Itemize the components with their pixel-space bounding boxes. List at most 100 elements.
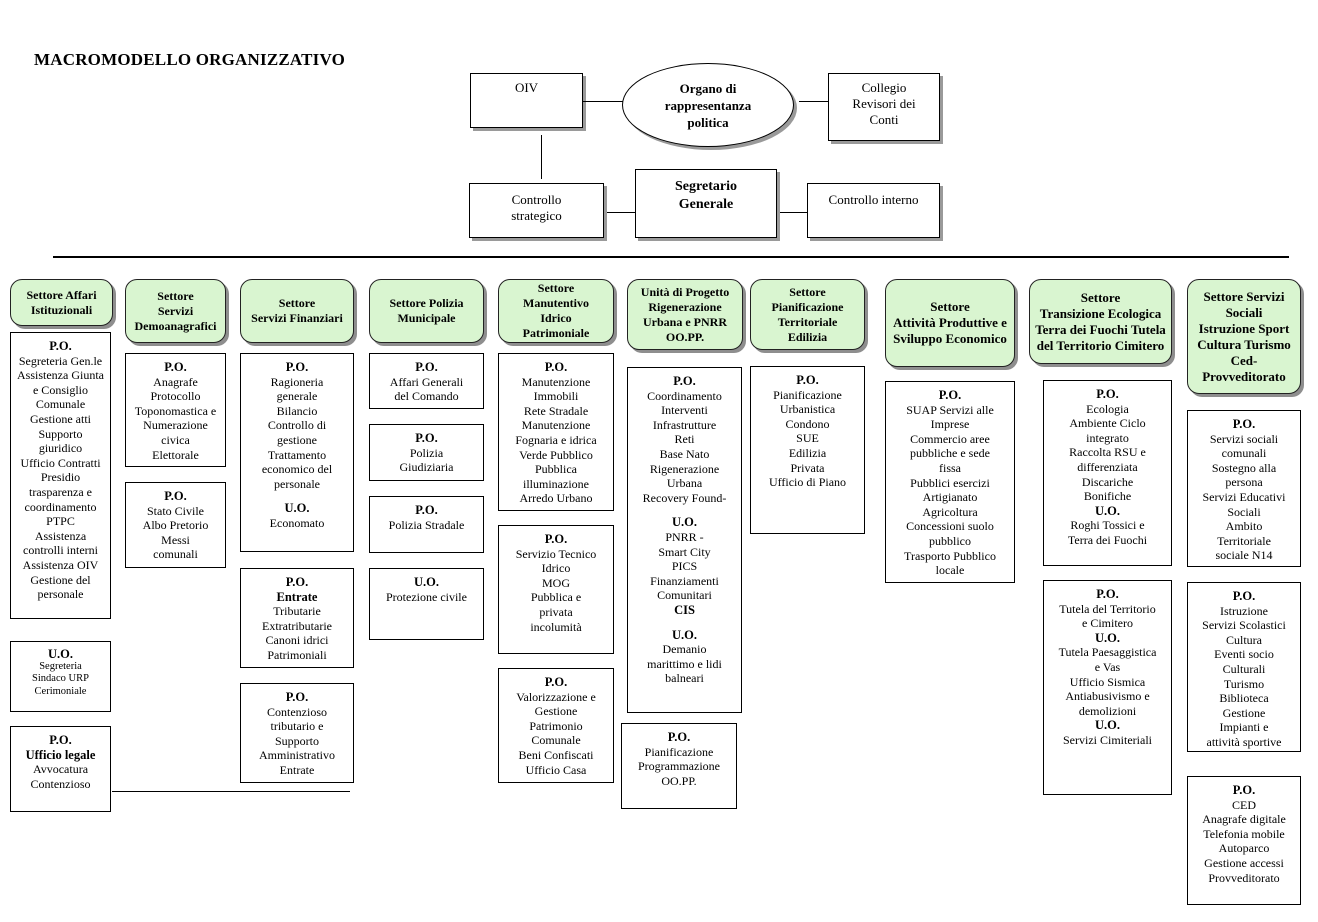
sector-title-line: Settore Affari xyxy=(26,287,97,302)
sector-title-line: Urbana e PNRR xyxy=(643,314,727,329)
unit-item: Trattamento xyxy=(267,447,327,462)
unit-heading: P.O. xyxy=(285,690,309,704)
unit-heading: P.O. xyxy=(796,373,819,387)
unit-item: Turismo xyxy=(1223,676,1265,691)
unit-heading: P.O. xyxy=(1232,589,1256,603)
sector-title-line: Istruzione Sport xyxy=(1198,320,1290,336)
unit-item: SUE xyxy=(796,431,819,446)
unit-heading: U.O. xyxy=(1095,630,1120,645)
sector-title-line: Settore Servizi xyxy=(1203,288,1285,304)
unit-item: Idrico xyxy=(541,561,571,576)
unit-item: Reti xyxy=(674,432,695,447)
unit-item: personale xyxy=(274,476,320,491)
unit-item: Fognaria e idrica xyxy=(515,432,597,447)
organo-line: Organo di xyxy=(679,80,737,96)
unit-item: locale xyxy=(935,563,965,578)
unit-item: Culturali xyxy=(1222,661,1266,676)
unit-item: PICS xyxy=(671,559,698,574)
unit-heading: P.O. xyxy=(1096,387,1119,401)
unit-box[interactable]: U.O.Protezione civile xyxy=(369,568,484,640)
unit-item: differenziata xyxy=(1077,459,1138,474)
unit-item: trasparenza e xyxy=(29,484,92,499)
sector-title-line: Settore xyxy=(930,299,970,314)
unit-item: Assistenza OIV xyxy=(22,557,99,572)
unit-item: Manutenzione xyxy=(521,374,591,389)
sector-title-line: Idrico xyxy=(540,311,572,325)
unit-item: Servizi Scolastici xyxy=(1202,618,1286,633)
sector-title-line: Sociali xyxy=(1225,304,1263,320)
unit-item: Gestione atti xyxy=(30,411,91,426)
segretario-generale-box[interactable]: Segretario Generale xyxy=(635,169,777,238)
sector-title-line: Edilizia xyxy=(787,329,828,344)
unit-heading: P.O. xyxy=(415,360,438,374)
unit-item: civica xyxy=(161,432,190,447)
unit-item: Patrimoniali xyxy=(267,647,327,662)
unit-heading: U.O. xyxy=(672,627,697,642)
unit-heading: P.O. xyxy=(164,489,187,503)
sector-title-line: Provveditorato xyxy=(1202,368,1286,384)
unit-item: demolizioni xyxy=(1078,703,1137,718)
unit-item: Economato xyxy=(269,515,325,530)
unit-heading: U.O. xyxy=(1095,503,1120,518)
oiv-box[interactable]: OIV xyxy=(470,73,583,128)
controllo-strategico-box[interactable]: Controllo strategico xyxy=(469,183,604,238)
unit-item: generale xyxy=(276,389,318,404)
unit-item: Eventi socio xyxy=(1214,647,1274,662)
unit-item: Contenzioso xyxy=(30,776,91,791)
connector-line xyxy=(607,212,636,213)
unit-item: Amministrativo xyxy=(259,748,335,763)
unit-item: Edilizia xyxy=(788,445,827,460)
unit-item: Immobili xyxy=(533,389,579,404)
unit-item: Servizi Cimiteriali xyxy=(1063,732,1152,747)
unit-item: Tutela Paesaggistica xyxy=(1058,645,1157,660)
unit-item: Arredo Urbano xyxy=(519,491,593,506)
unit-item: Anagrafe digitale xyxy=(1202,812,1286,827)
unit-item: giuridico xyxy=(38,441,83,456)
oiv-label: OIV xyxy=(514,80,539,95)
collegio-revisori-box[interactable]: Collegio Revisori dei Conti xyxy=(828,73,940,141)
unit-item: Canoni idrici xyxy=(265,633,329,648)
unit-item: Ambito xyxy=(1225,519,1263,534)
organo-politico-label: Organo di rappresentanza politica xyxy=(665,80,751,131)
organo-politico-ellipse[interactable]: Organo di rappresentanza politica xyxy=(622,63,794,147)
unit-item: Agricoltura xyxy=(922,504,978,519)
unit-item: Commercio aree xyxy=(910,431,990,446)
unit-item: Impianti e xyxy=(1219,720,1269,735)
unit-box[interactable]: P.O.Polizia Stradale xyxy=(369,496,484,553)
controllo-interno-box[interactable]: Controllo interno xyxy=(807,183,940,238)
